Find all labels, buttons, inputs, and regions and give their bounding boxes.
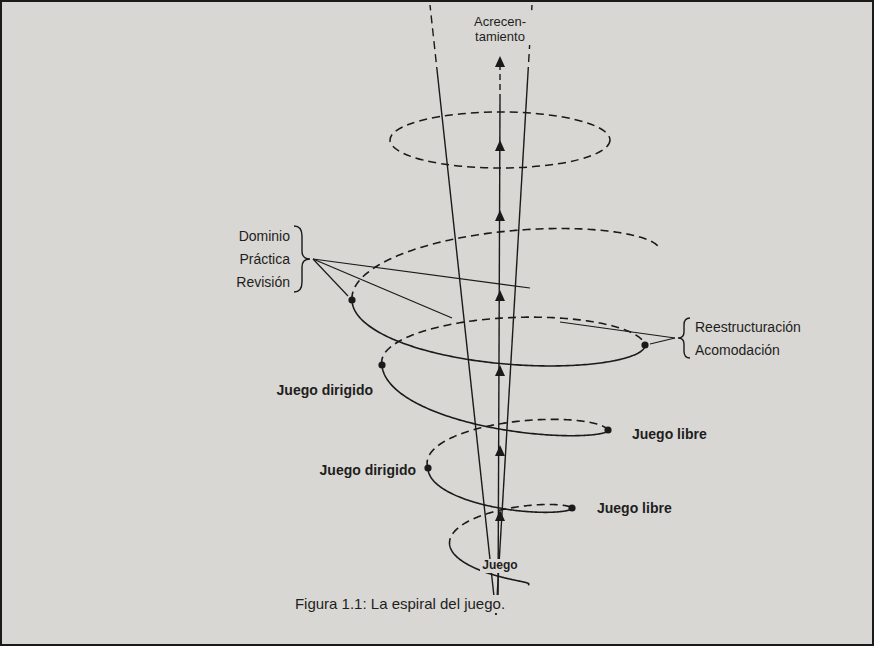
arrowhead: [495, 365, 505, 376]
stage-label: Revisión: [234, 274, 292, 290]
play-label: Juego libre: [595, 500, 674, 516]
stage-dot: [604, 426, 611, 433]
spiral-coil: [352, 229, 660, 300]
stage-label: Reestructuración: [693, 319, 803, 335]
spiral-coil: [450, 504, 572, 546]
bracket: [294, 226, 310, 292]
axis-label: Acrecen- tamiento: [462, 15, 538, 45]
leader-line: [313, 259, 530, 288]
spiral-coil: [428, 468, 572, 513]
arrowhead: [495, 56, 505, 67]
stage-dot: [568, 504, 575, 511]
play-label: Juego dirigido: [275, 382, 375, 398]
play-label: Juego libre: [630, 426, 709, 442]
cone-line-dashed: [430, 5, 438, 75]
stage-label: Dominio: [237, 228, 292, 244]
cone-line: [438, 75, 496, 615]
cone-line: [496, 75, 528, 615]
spiral-coil: [450, 546, 529, 585]
leader-line: [313, 259, 348, 296]
stage-dot: [378, 361, 385, 368]
leader-line: [560, 322, 675, 338]
play-label: Juego: [480, 559, 519, 573]
spiral-coil: [427, 419, 608, 467]
stage-dot: [641, 341, 648, 348]
arrowhead: [495, 210, 505, 221]
stage-label: Práctica: [237, 251, 292, 267]
arrowhead: [495, 510, 505, 521]
growth-axis: [498, 100, 500, 612]
stage-dot: [348, 296, 355, 303]
bracket: [678, 318, 690, 358]
figure-caption: Figura 1.1: La espiral del juego.: [293, 595, 507, 612]
arrowhead: [495, 290, 505, 301]
spiral-coil: [382, 317, 645, 364]
arrowhead: [495, 140, 505, 151]
leader-line: [650, 338, 675, 344]
arrowhead: [495, 445, 505, 456]
stage-dot: [424, 464, 431, 471]
stage-label: Acomodación: [693, 342, 782, 358]
spiral-coil: [382, 365, 608, 436]
play-label: Juego dirigido: [318, 462, 418, 478]
